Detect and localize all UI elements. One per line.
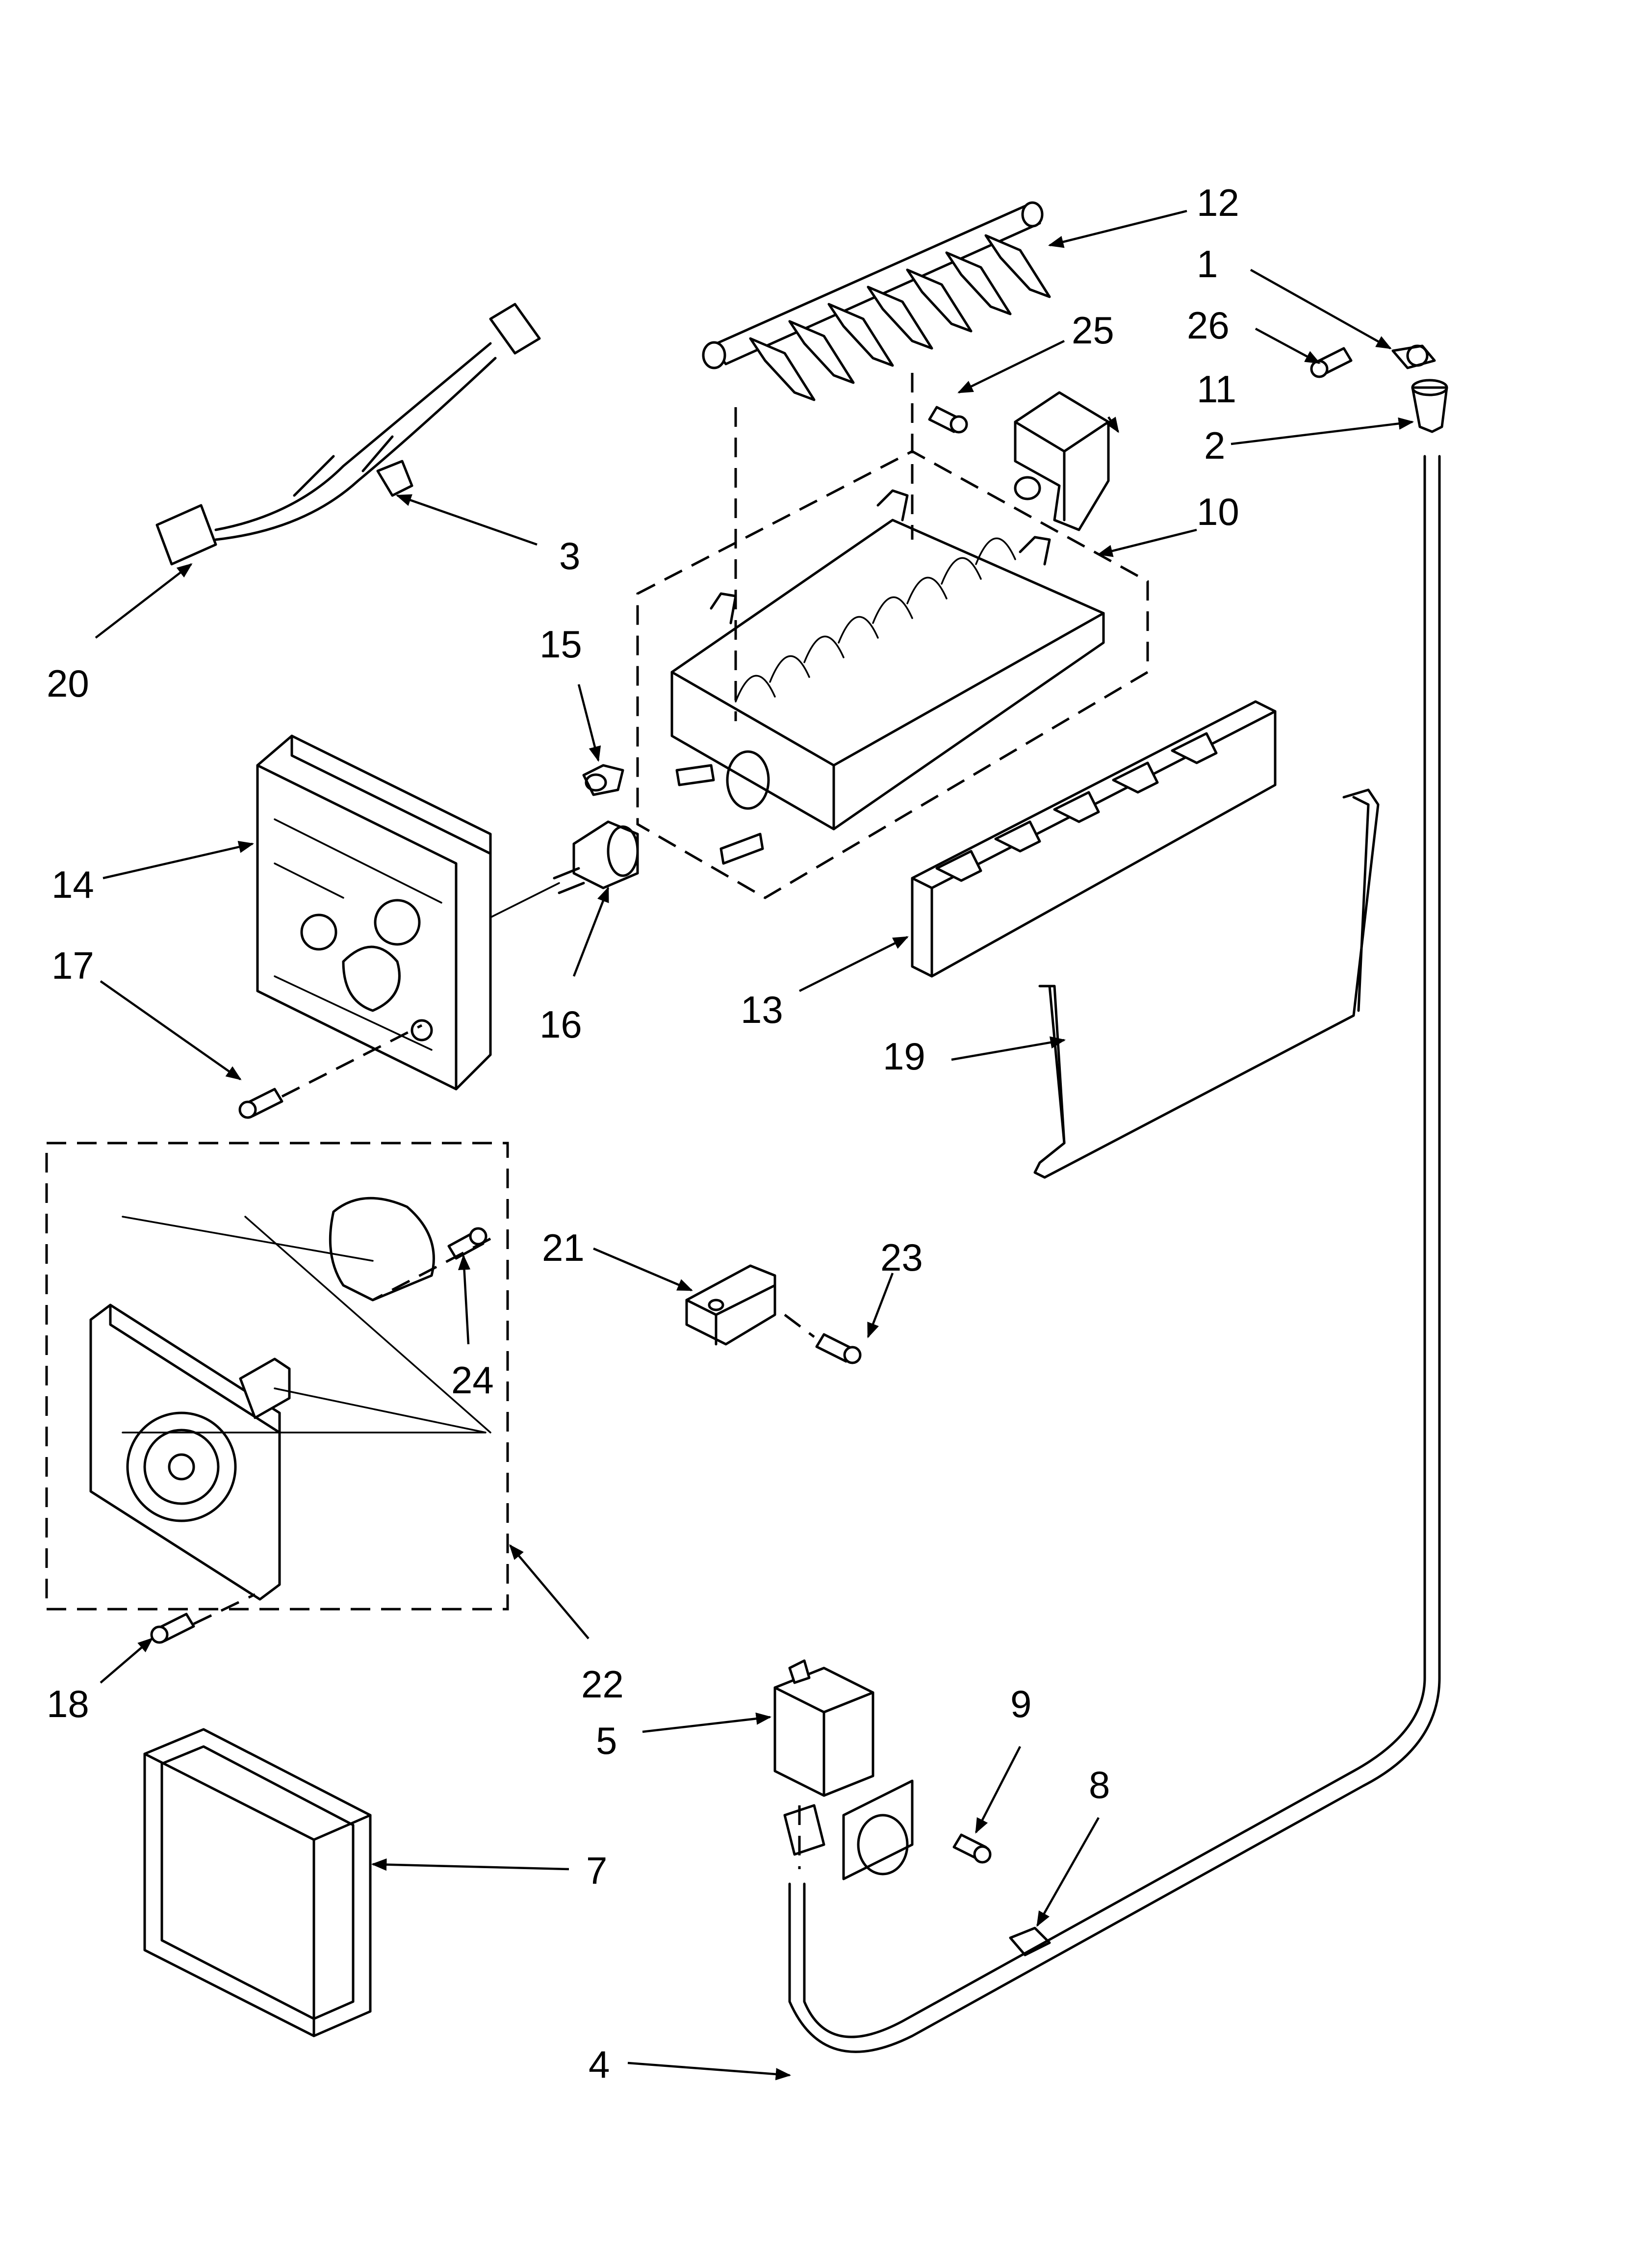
callout-23: 23 [880, 1236, 923, 1279]
part-9-screw [952, 1833, 992, 1864]
callout-2: 2 [1204, 424, 1225, 467]
callout-26: 26 [1187, 304, 1230, 347]
part-12-ejector-shaft [702, 201, 1051, 401]
part-21-bracket [685, 1264, 776, 1346]
part-1-clamp [1391, 344, 1436, 369]
callout-4: 4 [589, 2043, 610, 2086]
callout-20: 20 [47, 662, 89, 705]
part-14-motor-housing [256, 734, 492, 1091]
callout-8: 7 [586, 1849, 607, 1892]
callout-17: 17 [51, 944, 94, 987]
callout-12: 12 [1197, 181, 1239, 224]
part-17-screw [238, 1088, 283, 1119]
callout-16: 16 [539, 1003, 582, 1046]
callout-3: 3 [559, 534, 580, 577]
part-22-module-kit [45, 1142, 509, 1611]
callout-10: 10 [1197, 490, 1239, 533]
callout-21: 21 [542, 1226, 585, 1269]
assembly-dashed-lines [193, 373, 914, 1869]
part-10-ice-mold [636, 450, 1149, 899]
part-23-screw [815, 1333, 862, 1364]
part-5-water-valve [773, 1659, 914, 1880]
callout-5: 5 [596, 1719, 617, 1762]
leader-arrows [95, 209, 1414, 2081]
part-20-wiring-harness [155, 303, 541, 566]
part-11-fill-cup [1014, 391, 1110, 531]
part-26-screw [1310, 347, 1353, 378]
part-15-retainer [582, 764, 624, 796]
callout-13: 13 [741, 988, 783, 1031]
callout-1: 1 [1197, 242, 1218, 286]
part-7-clip [1009, 1927, 1051, 1956]
part-19-shutoff-arm [1033, 788, 1380, 1179]
callout-9: 9 [1010, 1682, 1031, 1725]
part-13-cover [911, 700, 1277, 978]
callout-25: 25 [1072, 309, 1114, 352]
callout-labels: 12 1 26 25 11 2 10 3 15 20 14 17 16 13 1… [47, 181, 1239, 2086]
part-3-clip [376, 460, 413, 497]
part-8-panel [143, 1728, 372, 2037]
part-2-fitting [1411, 379, 1448, 433]
callout-24: 24 [451, 1358, 494, 1402]
part-18-screw [150, 1613, 195, 1644]
callout-11: 11 [1197, 367, 1236, 411]
callout-7: 8 [1089, 1763, 1110, 1806]
part-25-screw [928, 406, 968, 434]
part-24-screw [447, 1227, 487, 1260]
part-4-water-tube [788, 455, 1441, 2053]
callout-14: 14 [51, 863, 94, 906]
callout-18: 18 [47, 1682, 89, 1725]
callout-15: 15 [539, 623, 582, 666]
callout-22: 22 [581, 1663, 624, 1706]
part-16-thermostat [553, 820, 639, 894]
callout-19: 19 [883, 1035, 925, 1078]
